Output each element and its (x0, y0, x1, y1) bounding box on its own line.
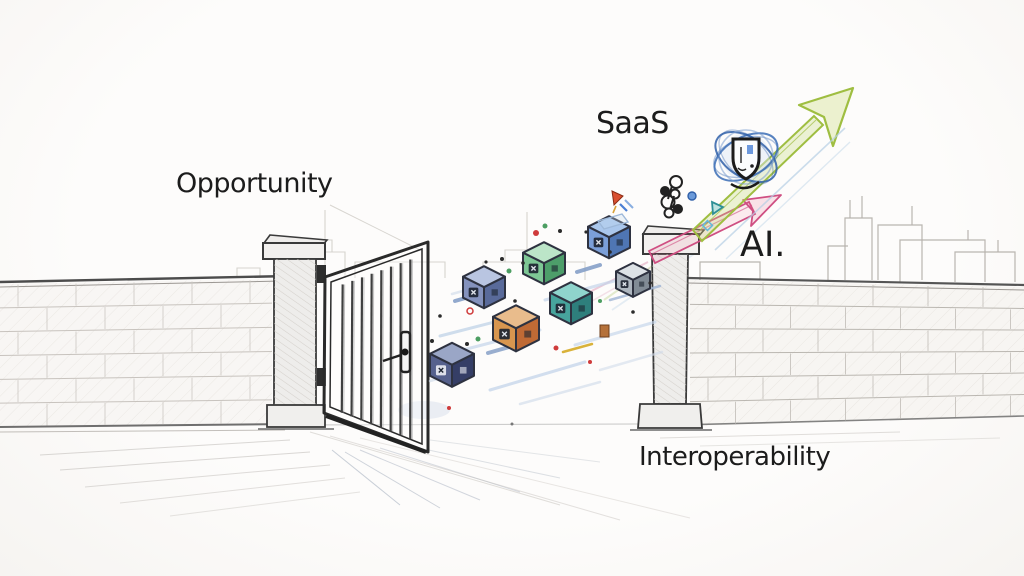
mini-crate-icon (599, 324, 610, 338)
flow-streak (486, 345, 511, 355)
particle-dot (598, 299, 602, 303)
flow-streak (573, 320, 657, 347)
ground (0, 422, 1001, 521)
particle-dot (438, 314, 442, 318)
package-cube-teal (549, 281, 593, 326)
gem-icon (687, 191, 697, 201)
package-cube-green (522, 241, 566, 286)
particle-dot (513, 299, 517, 303)
particle-dot (447, 406, 451, 410)
flow-streak (575, 263, 602, 274)
diamond-icon (701, 219, 714, 232)
gate-handle (382, 330, 412, 374)
label-interoperability: Interoperability (639, 442, 831, 472)
label-opportunity: Opportunity (176, 168, 333, 199)
pencil-streak (561, 342, 594, 354)
particle-dot (466, 307, 474, 315)
molecule-icon (660, 175, 683, 219)
play-icon (710, 200, 725, 216)
particle-dot (584, 230, 588, 234)
particle-dot (484, 260, 488, 264)
gate-hinge-top (317, 265, 326, 283)
gate-bars (340, 259, 413, 440)
particle-dot (553, 345, 559, 351)
package-cube-navy (462, 265, 506, 310)
open-gate-icon (317, 240, 430, 454)
city-skyline-right-icon (699, 196, 1016, 282)
sketch-guide-line (329, 204, 421, 251)
package-cube-darknavy (429, 341, 475, 388)
label-saas: SaaS (596, 106, 669, 141)
gate-pillar-left (258, 234, 334, 430)
particle-dot (631, 310, 635, 314)
particle-dot (608, 250, 612, 254)
label-ai: AI. (740, 225, 786, 265)
particle-dot (430, 339, 434, 343)
package-cube-grey (615, 261, 651, 298)
particle-dot (500, 257, 504, 261)
particle-dot (588, 360, 592, 364)
particle-dot (533, 230, 539, 236)
growth-arrow-icon (691, 86, 855, 243)
particle-dot (558, 229, 562, 233)
brick-lines (0, 280, 1024, 426)
gate-hinge-bottom (317, 368, 326, 386)
particle-dot (648, 281, 652, 285)
package-cube-orange (492, 304, 540, 353)
flow-streak (488, 360, 587, 392)
brick-wall-right (639, 276, 1024, 427)
flow-streak (518, 380, 602, 406)
ai-atom-shield-icon (713, 129, 779, 190)
gate-pillar-right (630, 225, 712, 431)
particle-dot (506, 268, 512, 274)
data-cubes (429, 215, 651, 388)
particle-dot (475, 336, 481, 342)
particle-dot (465, 342, 469, 346)
rocket-icon (611, 190, 634, 214)
particle-dot (542, 223, 548, 229)
particle-dot (521, 261, 525, 265)
momentum-arrow-icon (647, 194, 782, 265)
glass-panel-icon (596, 213, 630, 230)
flow-streak (598, 350, 664, 372)
arrow-speed-streaks (714, 127, 851, 260)
data-particles (430, 223, 652, 410)
